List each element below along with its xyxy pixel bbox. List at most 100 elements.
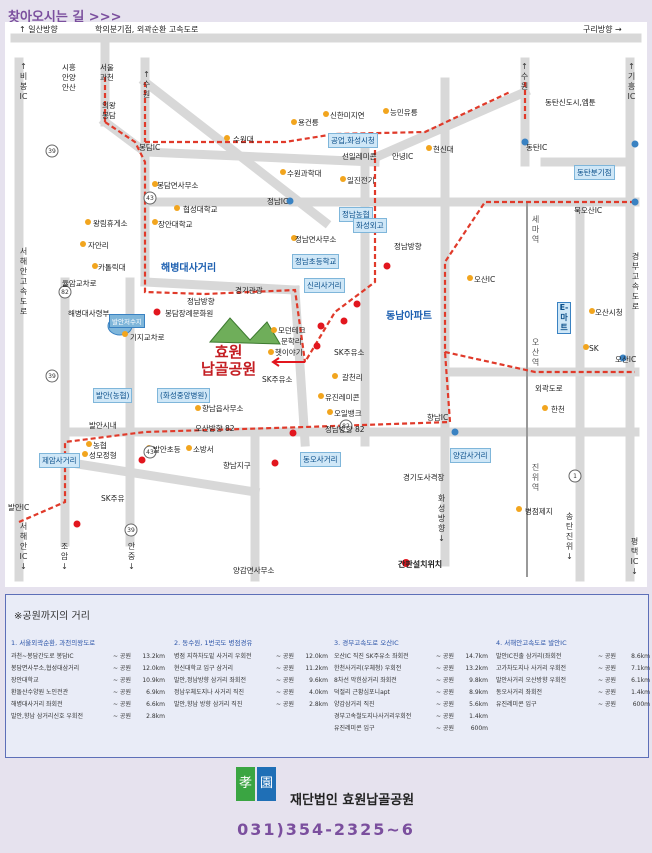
page-title: 찾아오시는 길 >>>	[8, 10, 122, 25]
station-osan: 오산역	[531, 338, 540, 367]
park-hill	[208, 317, 281, 345]
distance-step: 과천~봉담간도로 봉담IC	[11, 653, 74, 660]
logo-char-2: 園	[257, 767, 276, 801]
distance-target: ~ 공원	[436, 701, 454, 708]
distance-value: 4.0km	[309, 689, 328, 696]
distance-step: 환돌산수양원 노인전관	[11, 689, 69, 696]
park-name: 효원 납골공원	[201, 343, 257, 378]
distance-step: 8차선 막힌삼거리 좌회전	[334, 677, 397, 684]
distance-value: 14.7km	[465, 653, 488, 660]
map-place-label: 문학리	[281, 337, 302, 346]
distance-value: 600m	[632, 701, 650, 708]
map-place-label: 정남면사무소	[295, 235, 337, 244]
distance-step: 발안IC진출 삼거리(좌회전	[496, 653, 562, 660]
map-junction-label: 공업,화성시청	[328, 133, 378, 148]
map-place-label: 시흥	[62, 63, 76, 72]
distance-row: 정남우체도지나 사거리 직진 ~ 공원 4.0km	[174, 687, 328, 699]
map-junction-label: 동오사거리	[300, 452, 341, 467]
distance-value: 1.4km	[469, 713, 488, 720]
distance-step: 봉담면사무소,협성대삼거리	[11, 665, 80, 672]
distance-value: 9.8km	[469, 677, 488, 684]
distance-target: ~ 공원	[276, 653, 294, 660]
map-place-label: 병점제지	[525, 507, 553, 516]
map-place-label: 협성대학교	[183, 205, 218, 214]
map-place-label: 오산시청	[595, 308, 623, 317]
distance-value: 2.8km	[309, 701, 328, 708]
road-diagonal	[138, 75, 332, 229]
distance-target: ~ 공원	[436, 713, 454, 720]
map-place-label: 신한미지연	[330, 111, 365, 120]
distance-value: 1.4km	[631, 689, 650, 696]
map-place-label: 동탄IC	[526, 143, 548, 152]
distance-target: ~ 공원	[113, 713, 131, 720]
map-place-label: SK	[589, 344, 599, 353]
map-place-label: 경기도사격장	[403, 473, 445, 482]
distance-target: ~ 공원	[598, 689, 616, 696]
map-road-label: ↑수원	[142, 70, 151, 99]
distance-step: 동오사거리 좌회전	[496, 689, 543, 696]
route-number-shields	[45, 144, 582, 537]
map-place-label: 기지교차로	[130, 333, 165, 342]
distance-step: 발안사거리 오산방향 우회전	[496, 677, 567, 684]
map-place-label: 동탄신도시,엠툰	[545, 98, 596, 107]
distance-step: 덕절리 근황심포니apt	[334, 689, 390, 696]
map-junction-label: 제암사거리	[39, 453, 80, 468]
map-place-label: 의왕	[102, 101, 116, 110]
map-place-label: 양감면사무소	[233, 566, 275, 575]
distance-target: ~ 공원	[276, 665, 294, 672]
top-road-left-label: ↑ 일산방향	[19, 25, 58, 34]
distance-value: 600m	[470, 725, 488, 732]
distance-step: 발안,정남방향 삼거리 좌회전	[174, 677, 246, 684]
distance-step: 해병대사거리 좌회전	[11, 701, 63, 708]
distance-target: ~ 공원	[276, 689, 294, 696]
map-junction-label: (화성중앙병원)	[157, 388, 211, 403]
map-road-label: ↑수원	[520, 62, 529, 91]
distance-title: ※공원까지의 거리	[14, 611, 90, 622]
road-bongdam-east	[140, 147, 380, 167]
map-place-label: 정남방향 82	[325, 425, 365, 434]
distance-target: ~ 공원	[113, 665, 131, 672]
distance-value: 11.2km	[305, 665, 328, 672]
map-junction-label: 정남초등학교	[292, 254, 340, 269]
map-road-label: 안중↓	[127, 542, 136, 571]
map-place-label: SK주유소	[334, 348, 365, 357]
map-place-label: 발안초등	[153, 445, 181, 454]
map-road-label: 평택IC↓	[630, 537, 639, 576]
route-balan-ic	[18, 351, 452, 524]
distance-group-header: 4. 서해안고속도로 발안IC	[496, 639, 567, 647]
map-place-label: 외곽도로	[535, 384, 563, 393]
map-landmark-label: 해병대사거리	[161, 263, 217, 274]
map-place-label: 정남방향	[187, 297, 215, 306]
map-place-label: 과천	[100, 73, 114, 82]
distance-target: ~ 공원	[436, 677, 454, 684]
logo-char-1: 孝	[236, 767, 255, 801]
distance-value: 6.1km	[631, 677, 650, 684]
distance-value: 5.6km	[469, 701, 488, 708]
emart-label: E-마트	[557, 302, 571, 334]
distance-target: ~ 공원	[276, 701, 294, 708]
map-place-label: 성모정형	[89, 451, 117, 460]
distance-value: 8.6km	[631, 653, 650, 660]
distance-step: 정남우체도지나 사거리 직진	[174, 689, 245, 696]
map-place-label: 안녕IC	[392, 152, 414, 161]
map-landmark-label: 동남아파트	[386, 311, 432, 322]
map-place-label: 오산IC	[615, 355, 637, 364]
distance-step: 고가차도지나 사거리 우회전	[496, 665, 567, 672]
distance-target: ~ 공원	[598, 665, 616, 672]
map-place-label: 수원대	[233, 135, 254, 144]
map-place-label: 봉담면사무소	[157, 181, 199, 190]
top-road-mid-label: 학의분기점, 외곽순환 고속도로	[95, 25, 199, 34]
distance-step: 오산IC 직진 SK주유소 좌회전	[334, 653, 409, 660]
map-place-label: 경기관광	[235, 286, 263, 295]
distance-step: 양감삼거리 직진	[334, 701, 375, 708]
